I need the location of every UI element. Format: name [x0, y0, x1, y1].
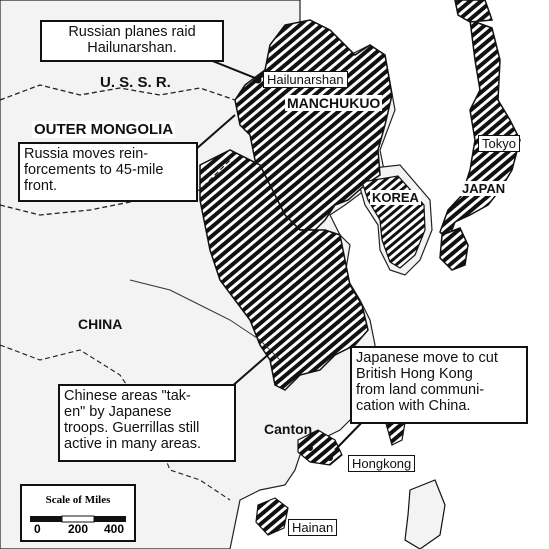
label-outer-mongolia: OUTER MONGOLIA	[32, 121, 176, 138]
callout-reinforcements-line-2: forcements to 45-mile	[24, 162, 164, 178]
scale-tick-0: 0	[34, 522, 41, 536]
callout-chinese-areas: Chinese areas "tak- en" by Japanese troo…	[58, 384, 236, 462]
border-china-south	[0, 344, 231, 501]
scale-bar	[30, 515, 126, 523]
border-ussr-mongolia	[0, 84, 236, 101]
callout-reinforcements-line-1: Russia moves rein-	[24, 146, 149, 162]
label-tokyo: Tokyo	[478, 135, 520, 152]
callout-chinese-areas-line-1: Chinese areas "tak-	[64, 388, 191, 404]
hongkong-dot	[327, 455, 333, 461]
scale-title: Scale of Miles	[45, 494, 111, 506]
callout-reinforcements-line-3: front.	[24, 178, 58, 194]
leader-reinforcement	[194, 114, 236, 151]
callout-raid: Russian planes raid Hailunarshan.	[40, 20, 224, 62]
callout-chinese-areas-line-3: troops. Guerrillas still	[64, 420, 200, 436]
occupied-china-north	[199, 149, 369, 391]
label-ussr: U. S. S. R.	[100, 74, 171, 91]
japan-kyushu	[439, 227, 469, 271]
callout-reinforcements: Russia moves rein- forcements to 45-mile…	[18, 142, 198, 202]
scale-of-miles: Scale of Miles 0 200 400	[20, 484, 136, 542]
label-hailunarshan: Hailunarshan	[263, 71, 348, 88]
japan-hokkaido	[454, 0, 494, 23]
label-hainan: Hainan	[288, 519, 338, 536]
hainan-island	[255, 497, 289, 536]
callout-hong-kong-line-4: cation with China.	[356, 398, 471, 414]
scale-tick-200: 200	[68, 522, 89, 536]
river	[129, 279, 281, 361]
callout-hong-kong: Japanese move to cut British Hong Kong f…	[350, 346, 528, 424]
label-china: CHINA	[78, 316, 123, 332]
label-korea: KOREA	[370, 190, 421, 205]
callout-chinese-areas-line-4: active in many areas.	[64, 436, 202, 452]
philippines	[404, 479, 446, 549]
callout-chinese-areas-line-2: en" by Japanese	[64, 404, 172, 420]
hailunarshan-dot	[254, 76, 262, 84]
scale-tick-400: 400	[104, 522, 125, 536]
canton-dot	[307, 445, 313, 451]
callout-hong-kong-line-2: British Hong Kong	[356, 366, 473, 382]
label-hongkong: Hongkong	[348, 455, 416, 472]
label-japan: JAPAN	[460, 181, 508, 196]
callout-raid-line-2: Hailunarshan.	[87, 40, 177, 56]
callout-hong-kong-line-1: Japanese move to cut	[356, 350, 498, 366]
leader-chinese-areas	[229, 339, 286, 389]
label-canton: Canton	[264, 421, 313, 437]
callout-raid-line-1: Russian planes raid	[68, 24, 196, 40]
callout-hong-kong-line-3: from land communi-	[356, 382, 485, 398]
label-manchukuo: MANCHUKUO	[285, 95, 383, 111]
border-mongolia-china	[0, 159, 231, 216]
